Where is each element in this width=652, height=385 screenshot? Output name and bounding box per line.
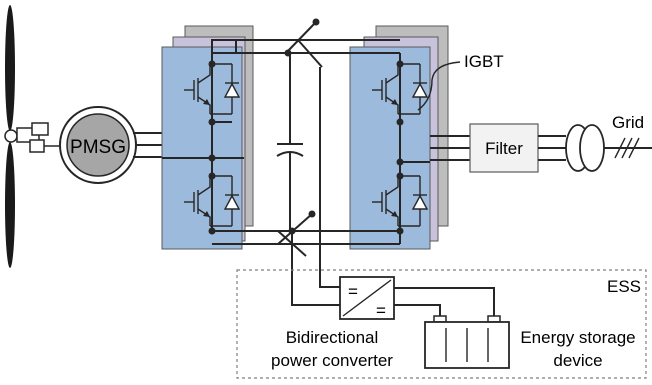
filter-label: Filter [485, 139, 523, 158]
converter-to-battery-wires [394, 287, 495, 318]
grid-label: Grid [612, 113, 644, 132]
filter-to-transformer-wires [538, 135, 566, 161]
storage-caption-line2: device [553, 351, 602, 370]
rectifier-switches [162, 53, 244, 235]
dc-bus [211, 18, 400, 306]
pmsg-label: PMSG [70, 137, 126, 158]
ess-label: ESS [607, 277, 641, 296]
transformer-icon [565, 124, 652, 172]
dc-symbol-input: = [348, 282, 358, 301]
dc-symbol-output: = [376, 301, 386, 320]
wind-turbine-icon [4, 5, 62, 268]
inverter-module-stack [349, 25, 449, 250]
converter-caption-line2: power converter [271, 351, 393, 370]
storage-caption-line1: Energy storage [520, 328, 635, 347]
igbt-label: IGBT [464, 52, 504, 71]
ess-boundary [236, 269, 647, 379]
battery-icon [424, 315, 510, 369]
generator-to-rectifier-wires [133, 132, 162, 158]
inverter-to-filter-wires [430, 135, 470, 161]
dc-dc-converter-icon: = = [339, 276, 395, 320]
capacitor-icon [276, 53, 304, 231]
inverter-switches [371, 53, 430, 244]
pmsg-generator: PMSG [59, 106, 137, 184]
filter-block: Filter [469, 123, 539, 173]
converter-caption-line1: Bidirectional [286, 328, 379, 347]
